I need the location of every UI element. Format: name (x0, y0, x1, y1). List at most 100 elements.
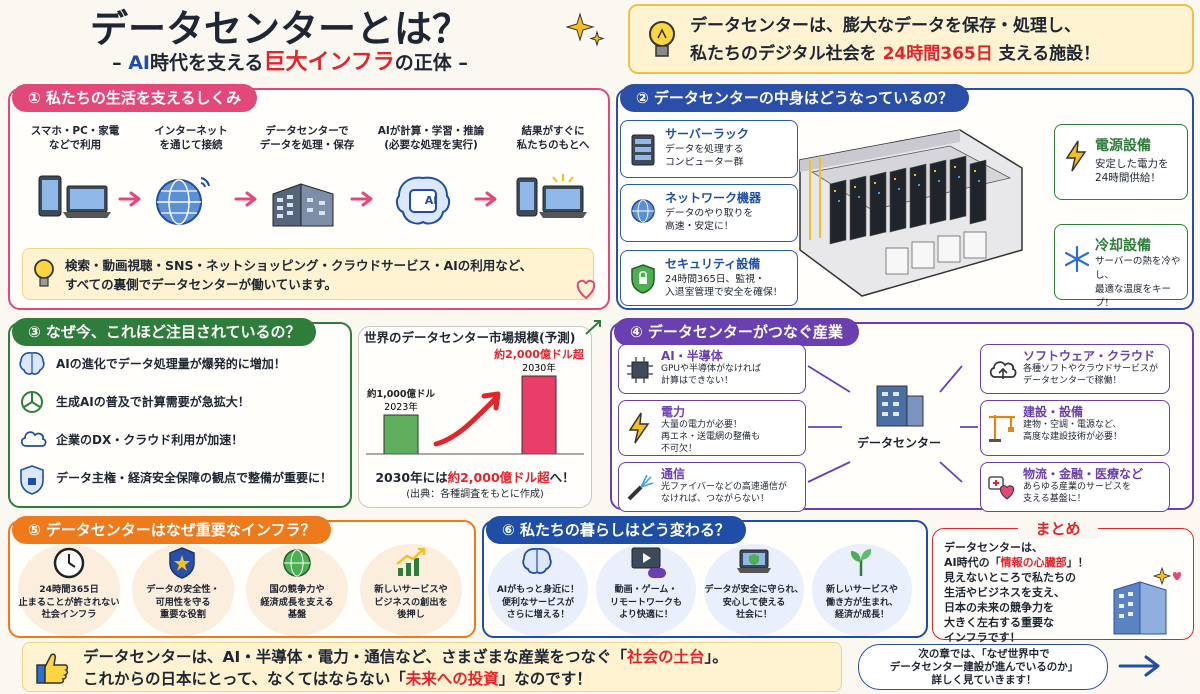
server-rack-icon (629, 133, 657, 167)
flow-arrow-icon (234, 190, 260, 208)
s1-step-label: スマホ・PC・家電 などで利用 (30, 125, 120, 151)
summary-title: まとめ (1018, 518, 1098, 539)
s1-step-label: データセンターで データを処理・保存 (259, 125, 355, 151)
shield-lock-icon (18, 464, 46, 496)
globe-gear-icon (280, 546, 314, 580)
s4-card-title: 電力 (661, 405, 686, 419)
sprout-icon (844, 546, 878, 580)
section-5-title: ⑤ データセンターはなぜ重要なインフラ？ (12, 516, 332, 544)
cooling-title: 冷却設備 (1095, 238, 1151, 254)
summary-building-icon (1106, 560, 1190, 636)
s1-step-label: インターネット を通じて接続 (154, 125, 228, 151)
note-line-2: すべての裏側でデータセンターが働いています。 (65, 277, 338, 292)
section-2-title: ② データセンターの中身はどうなっているの？ (620, 84, 970, 112)
chip-icon (625, 355, 655, 385)
chart-year-label: 2023年 (384, 401, 418, 413)
s6-item-text: 新しいサービスや 働き方が生まれ、 経済が成長！ (825, 585, 899, 620)
page-title: データセンターとは？ (89, 7, 470, 51)
power-bolt-icon (625, 411, 653, 445)
clock-icon (52, 546, 86, 580)
s4-industry-card: ソフトウェア・クラウド各種ソフトやクラウドサービスが データセンターで稼働！ (980, 344, 1170, 394)
s3-reason-text: 生成AIの普及で計算需要が急拡大！ (56, 395, 250, 409)
summary-text: データセンターは、 AI時代の「情報の心臓部」！ 見えないところで私たちの 生活… (944, 541, 1089, 644)
cooling-card: 冷却設備 サーバーの熱を冷やし、 最適な温度をキープ！ (1054, 224, 1188, 309)
datacenter-illustration (790, 120, 1030, 306)
devices-icon (35, 172, 115, 228)
flow-arrow-icon (350, 190, 376, 208)
chart-summary: 2030年には約2,000億ドル超へ！ (375, 470, 575, 485)
laptop-shield-icon (736, 546, 776, 578)
s4-card-body: 建物・空調・電源など、 高度な建設技術が必要！ (1023, 420, 1123, 442)
s4-card-body: 各種ソフトやクラウドサービスが データセンターで稼働！ (1023, 364, 1159, 386)
s6-item-circle: 動画・ゲーム・ リモートワークも より快適に！ (596, 544, 696, 636)
flow-arrow-icon (474, 190, 500, 208)
snowflake-icon (1063, 245, 1091, 273)
s4-card-body: 大量の電力が必要！ 再エネ・送電網の整備も 不可欠！ (661, 420, 761, 454)
fiber-icon (625, 473, 655, 503)
s5-item-text: 国の競争力や 経済成長を支える 基盤 (260, 584, 334, 620)
ai-chip-label: AI (424, 194, 438, 207)
s4-card-title: ソフトウェア・クラウド (1023, 349, 1156, 363)
s4-card-body: あらゆる産業のサービスを 支える基盤に！ (1023, 482, 1132, 504)
security-shield-icon (629, 263, 657, 295)
crane-icon (987, 411, 1017, 443)
network-globe-icon (629, 197, 657, 225)
s5-item-circle: 新しいサービスや ビジネスの創出を 後押し (360, 544, 462, 636)
section-4-title: ④ データセンターがつなぐ産業 (614, 318, 859, 346)
s6-item-circle: 新しいサービスや 働き方が生まれ、 経済が成長！ (812, 544, 912, 636)
lightbulb-icon (644, 18, 680, 62)
s5-item-text: データの安全性・ 可用性を守る 重要な役割 (146, 584, 220, 620)
s2-card-body: 24時間365日、監視・ 入退室管理で安全を確保！ (665, 274, 783, 298)
s4-card-title: 通信 (661, 467, 686, 481)
thumbs-up-icon (33, 649, 71, 687)
s2-equipment-card: ネットワーク機器データのやり取りを 高速・安定に！ (620, 184, 798, 242)
s4-industry-card: 建設・設備建物・空調・電源など、 高度な建設技術が必要！ (980, 400, 1170, 456)
s6-item-text: AIがもっと身近に！ 便利なサービスが さらに増える！ (496, 585, 580, 620)
footer-line-2: これからの日本にとって、なくてはならない「未来への投資」なのです！ (83, 670, 592, 688)
power-card: 電源設備 安定した電力を 24時間供給！ (1054, 124, 1188, 200)
s1-step-label: AIが計算・学習・推論 (必要な処理を実行) (377, 125, 485, 151)
s4-industry-card: 物流・金融・医療などあらゆる産業のサービスを 支える基盤に！ (980, 462, 1170, 512)
s4-industry-card: 電力大量の電力が必要！ 再エネ・送電網の整備も 不可欠！ (618, 400, 806, 456)
globe-icon (151, 172, 211, 228)
brain-icon (18, 350, 46, 376)
next-chapter-note: 次の章では、「なぜ世界中で データセンター建設が進んでいるのか」 詳しく見ていき… (858, 644, 1108, 690)
s5-item-circle: 国の競争力や 経済成長を支える 基盤 (246, 544, 348, 636)
chart-source: (出典：各種調査をもとに作成) (406, 489, 544, 500)
s2-card-body: データのやり取りを 高速・安定に！ (665, 208, 754, 232)
hands-heart-icon (987, 473, 1019, 503)
footer-banner: データセンターは、AI・半導体・電力・通信など、さまざまな産業をつなぐ「社会の土… (22, 642, 842, 692)
s4-card-body: GPUや半導体がなければ 計算はできない！ (661, 364, 761, 386)
heart-icon (574, 278, 598, 300)
s6-item-text: 動画・ゲーム・ リモートワークも より快適に！ (609, 585, 682, 620)
video-game-icon (628, 546, 668, 580)
next-arrow-icon[interactable] (1118, 654, 1162, 678)
cloud-icon (18, 426, 48, 450)
brain-circle-icon (520, 546, 554, 576)
note-line-1: 検索・動画視聴・SNS・ネットショッピング・クラウドサービス・AIの利用など、 (65, 258, 533, 273)
s4-industry-card: 通信光ファイバーなどの高速通信が なければ、つながらない！ (618, 462, 806, 512)
chart-title: 世界のデータセンター市場規模(予測) (364, 330, 576, 345)
shield-icon (166, 546, 198, 580)
center-label: データセンター (856, 436, 941, 450)
s2-card-body: データを処理する コンピューター群 (665, 144, 744, 168)
growth-arrow-icon (584, 318, 604, 336)
s3-reason-text: AIの進化でデータ処理量が爆発的に増加！ (56, 357, 286, 371)
s2-card-title: サーバーラック (665, 127, 749, 141)
s3-reason-text: 企業のDX・クラウド利用が加速！ (56, 433, 244, 447)
building-icon (876, 385, 924, 427)
s3-reason-text: データ主権・経済安全保障の観点で整備が重要に！ (56, 471, 333, 485)
s1-step-label: 結果がすぐに 私たちのもとへ (516, 125, 590, 151)
section-6-title: ⑥ 私たちの暮らしはどう変わる？ (486, 516, 746, 544)
s2-equipment-card: サーバーラックデータを処理する コンピューター群 (620, 120, 798, 178)
lightning-icon (1063, 139, 1089, 173)
chart-year-label: 2030年 (522, 362, 556, 374)
banner-line-2: 私たちのデジタル社会を 24時間365日 支える施設！ (690, 44, 1101, 64)
s5-item-text: 新しいサービスや ビジネスの創出を 後押し (374, 584, 448, 620)
openai-icon (18, 388, 46, 416)
footer-line-1: データセンターは、AI・半導体・電力・通信など、さまざまな産業をつなぐ「社会の土… (83, 648, 728, 666)
banner-line-1: データセンターは、膨大なデータを保存・処理し、 (690, 16, 1081, 36)
s4-card-title: 物流・金融・医療など (1023, 467, 1144, 481)
